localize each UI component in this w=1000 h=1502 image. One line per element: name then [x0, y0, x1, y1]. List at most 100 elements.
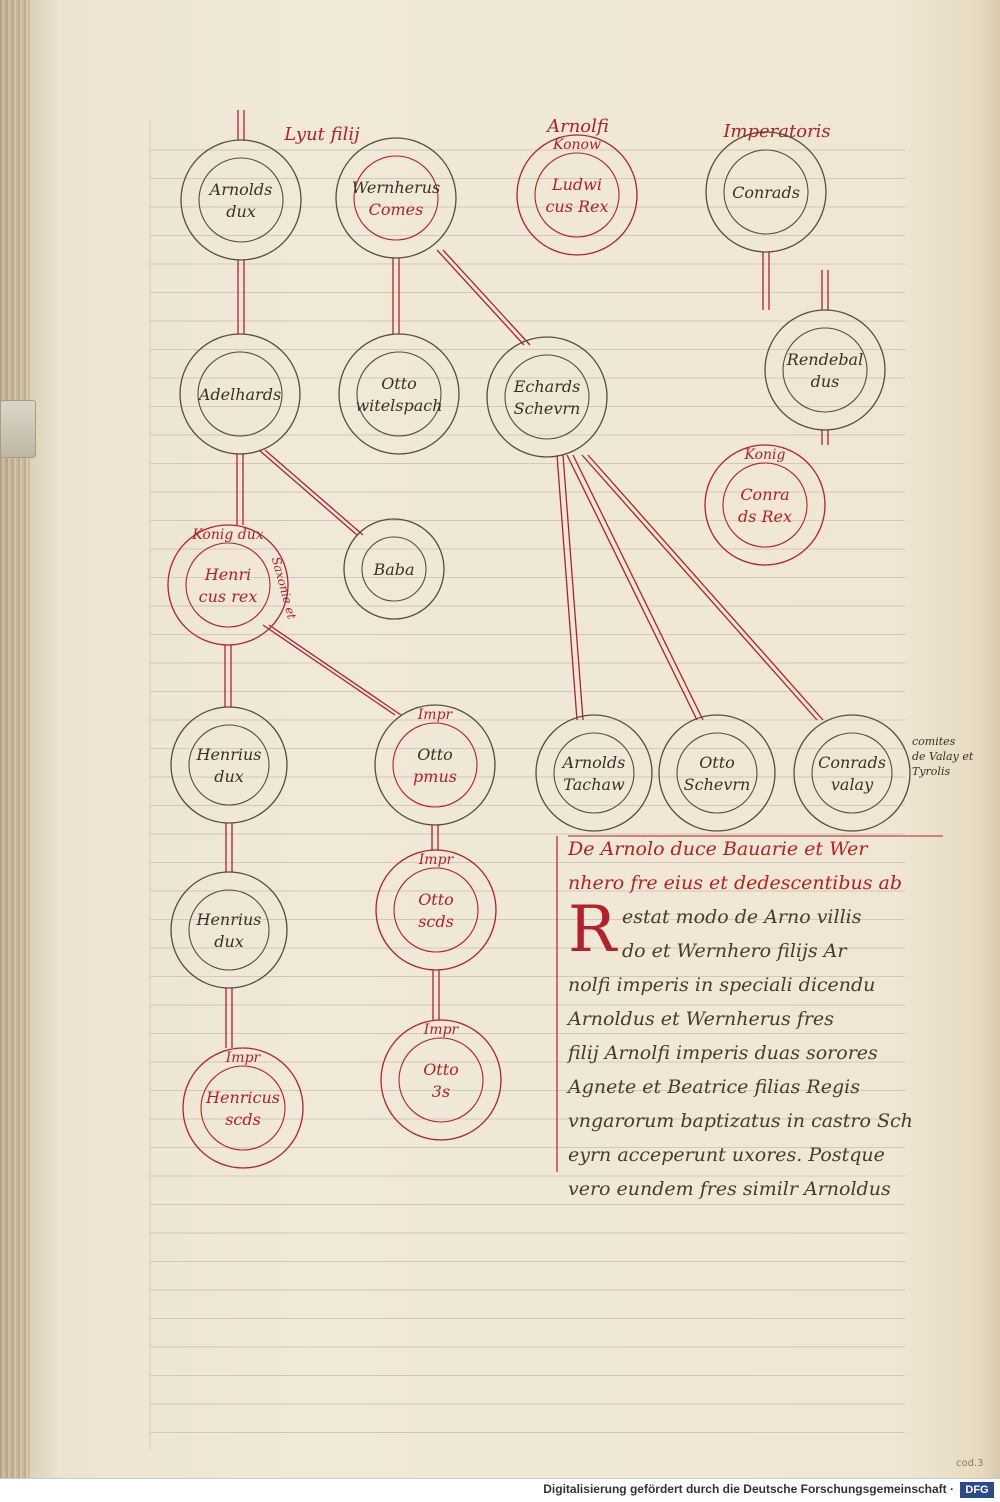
node-inner-circle	[198, 157, 284, 243]
initial-letter: R	[568, 893, 617, 967]
node-inner-circle	[197, 351, 283, 437]
node-label: Henri	[204, 565, 252, 584]
node-outer-circle	[180, 139, 302, 261]
node-inner-circle	[553, 732, 635, 814]
node-label: Ludwi	[551, 175, 602, 194]
node-inner-circle	[722, 462, 808, 548]
node-label: cus rex	[199, 587, 258, 606]
node-inner-circle	[534, 152, 620, 238]
connector-line	[268, 624, 402, 716]
node-label: Rendebal	[786, 350, 863, 369]
body-line: nolfi imperis in speciali dicendu	[568, 974, 876, 996]
header-note: Imperatoris	[722, 121, 830, 142]
node-outer-circle	[170, 871, 288, 989]
node-label: Otto	[699, 753, 735, 772]
node-outer-circle	[343, 518, 445, 620]
node-outer-circle	[167, 524, 289, 646]
connector-line	[562, 454, 584, 721]
node-label: Tachaw	[563, 775, 625, 794]
node-label: Henrius	[195, 910, 261, 929]
node-inner-circle	[185, 542, 271, 628]
node-label: Otto	[381, 374, 417, 393]
node-inner-circle	[188, 724, 270, 806]
body-line: estat modo de Arno villis	[622, 906, 862, 928]
node-label: Otto	[418, 890, 454, 909]
node-conrads: Conrads	[705, 131, 827, 253]
node-outer-circle	[793, 714, 911, 832]
node-label: Otto	[417, 745, 453, 764]
node-outer-circle	[380, 1019, 502, 1141]
connector-line	[258, 449, 358, 536]
node-inner-circle	[723, 149, 809, 235]
node-side-note: Saxonie et	[269, 555, 299, 620]
node-label: dux	[214, 767, 244, 786]
margin-note-line: de Valay et	[912, 750, 974, 763]
connector-line	[264, 449, 364, 536]
node-label: 3s	[432, 1082, 450, 1101]
node-inner-circle	[811, 732, 893, 814]
node-inner-circle	[393, 867, 479, 953]
page-edge-stack	[0, 0, 30, 1478]
node-outer-circle	[764, 309, 886, 431]
node-label: Comes	[369, 200, 424, 219]
node-title: Konow	[552, 137, 601, 153]
node-label: Henricus	[205, 1088, 280, 1107]
node-title: Impr	[417, 707, 454, 723]
node-title: Impr	[423, 1022, 460, 1038]
footer-credit: Digitalisierung gefördert durch die Deut…	[543, 1482, 954, 1496]
node-inner-circle	[398, 1037, 484, 1123]
node-outer-circle	[179, 333, 301, 455]
book-clasp	[0, 400, 36, 458]
connector-line	[556, 454, 578, 721]
connector-line	[587, 454, 824, 721]
text-block: De Arnolo duce Bauarie et Wer nhero fre …	[568, 832, 948, 1200]
node-label: cus Rex	[545, 197, 608, 216]
node-label: dux	[214, 932, 244, 951]
connector-line	[581, 454, 818, 721]
node-outer-circle	[374, 704, 496, 826]
node-inner-circle	[188, 889, 270, 971]
body-line: filij Arnolfi imperis duas sorores	[568, 1042, 878, 1064]
node-outer-circle	[535, 714, 653, 832]
node-inner-circle	[356, 351, 442, 437]
node-outer-circle	[704, 444, 826, 566]
connector-line	[262, 624, 396, 716]
node-label: Conrads	[818, 753, 886, 772]
body-text: estat modo de Arno villis do et Wernhero…	[568, 900, 913, 1206]
connector-line	[566, 454, 698, 721]
connector-line	[442, 249, 531, 346]
node-inner-circle	[361, 536, 427, 602]
node-inner-circle	[782, 327, 868, 413]
node-outer-circle	[170, 706, 288, 824]
node-inner-circle	[200, 1065, 286, 1151]
node-label: Baba	[372, 560, 414, 579]
node-otto-witelspach: Otto witelspach	[338, 333, 460, 455]
node-label: Echards	[513, 377, 581, 396]
node-title: Impr	[225, 1050, 262, 1066]
node-inner-circle	[676, 732, 758, 814]
body-line: eyrn acceperunt uxores. Postque	[568, 1144, 885, 1166]
node-label: Adelhards	[197, 385, 281, 404]
node-label: Schevrn	[514, 399, 581, 418]
node-label: Schevrn	[684, 775, 751, 794]
node-label: scds	[418, 912, 454, 931]
node-label: pmus	[413, 767, 457, 786]
node-label: ds Rex	[738, 507, 792, 526]
node-label: dus	[811, 372, 840, 391]
node-label: witelspach	[355, 396, 442, 415]
body-line: do et Wernhero filijs Ar	[622, 940, 847, 962]
margin-note-line: comites	[912, 735, 956, 748]
node-rendebal-dus: Rendebal dus	[764, 309, 886, 431]
node-label: Arnolds	[208, 180, 273, 199]
